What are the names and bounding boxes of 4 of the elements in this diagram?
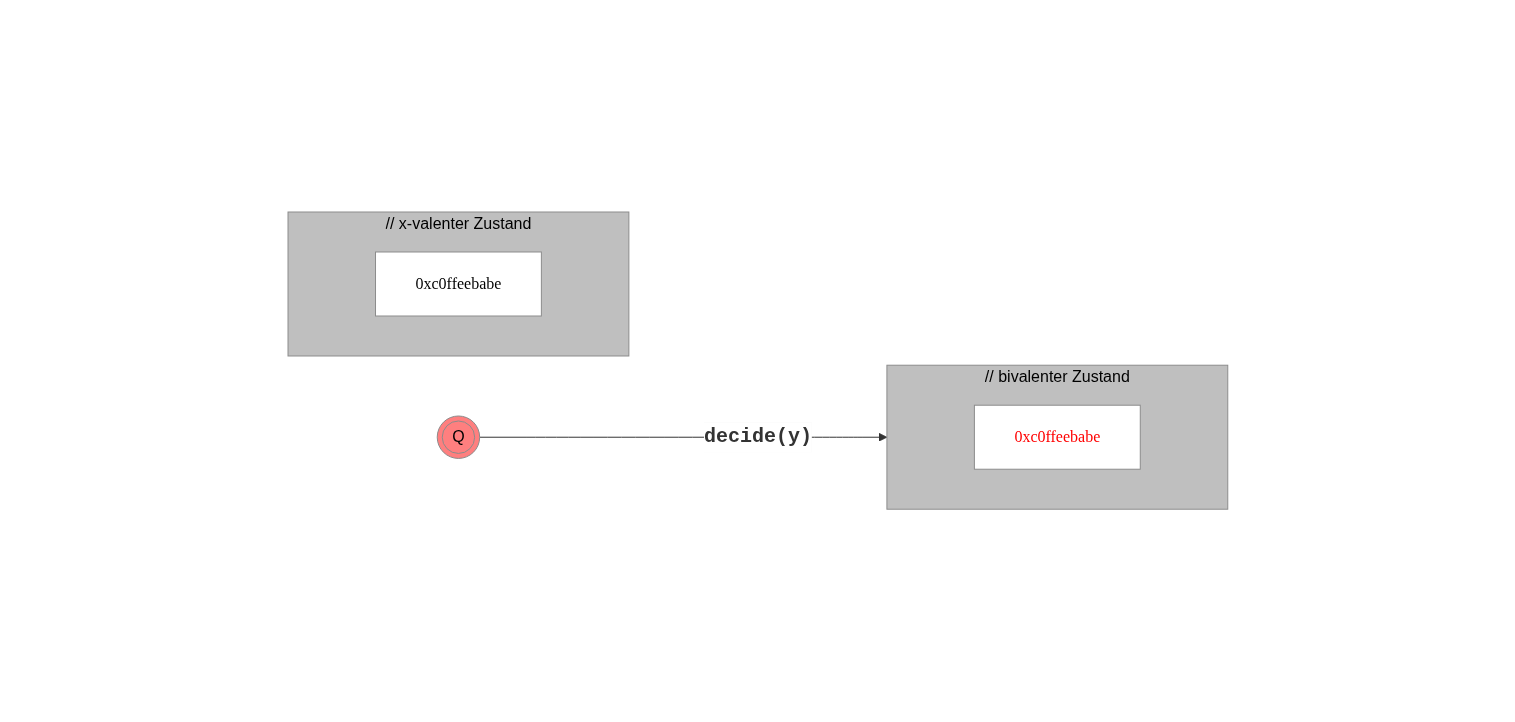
node-circle: Q: [436, 415, 480, 460]
node-box: 0xc0ffeebabe: [374, 251, 542, 317]
edge-label: decide(y): [703, 425, 812, 449]
node-box: 0xc0ffeebabe: [973, 405, 1141, 471]
